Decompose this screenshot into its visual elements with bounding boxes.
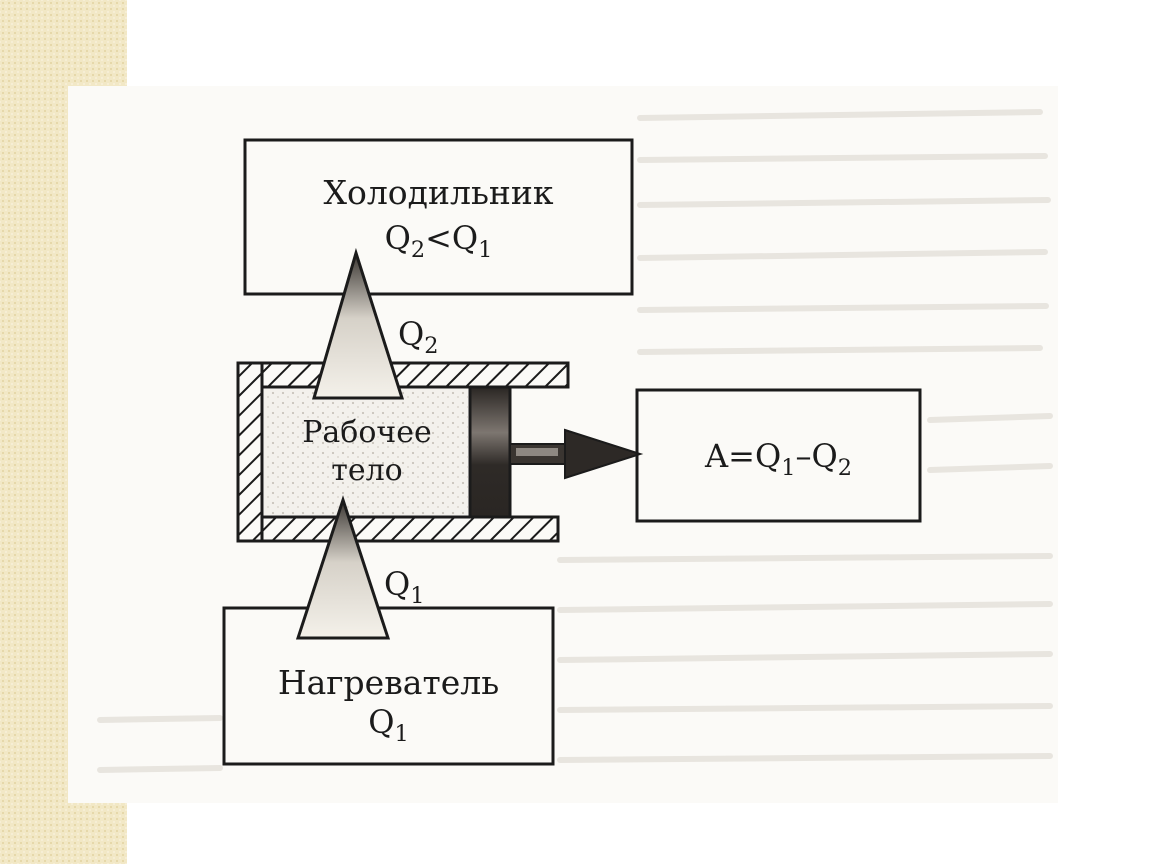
heater-q1-symbol: Q [368,703,395,741]
cylinder [236,361,570,543]
work-arrow-head [564,428,644,480]
heater-q1-sub: 1 [394,720,409,747]
arrow-q2-sub: 2 [424,332,439,359]
cylinder-top-wall [236,361,570,389]
cooler-q1-sub: 1 [478,236,493,263]
arrow-q1-label: Q1 [384,568,424,607]
cylinder-bottom-wall [236,515,560,543]
work-equals: = [728,437,755,475]
heater-title: Нагреватель [277,663,500,702]
working-body-line1: Рабочее [302,415,432,450]
work-q1-sub: 1 [781,454,796,481]
work-minus: – [795,437,812,475]
arrow-q2-symbol: Q [398,315,425,353]
arrow-q1-symbol: Q [384,565,411,603]
cooler-title: Холодильник [323,173,554,212]
work-q2-sub: 2 [837,454,852,481]
work-q1-symbol: Q [754,437,782,475]
arrow-q1-sub: 1 [410,582,425,609]
arrow-q2 [312,247,405,400]
heater-box [222,606,555,766]
cooler-box [243,138,634,296]
work-formula: A=Q1–Q2 [637,440,920,479]
cooler-relation: Q2<Q1 [245,222,632,261]
cooler-q2-sub: 2 [410,236,426,263]
cooler-q2-symbol: Q [384,219,411,257]
cylinder-left-wall [236,361,264,543]
working-body-line2: тело [331,453,403,488]
work-a: A [705,437,729,475]
working-gas-region [264,389,468,515]
work-q2-symbol: Q [811,437,838,475]
cooler-less-than: < [425,219,452,257]
heater-value: Q1 [224,706,553,745]
arrow-q2-label: Q2 [398,318,438,357]
piston [468,385,512,519]
arrow-q1 [295,495,391,640]
cooler-q1-symbol: Q [451,219,479,257]
